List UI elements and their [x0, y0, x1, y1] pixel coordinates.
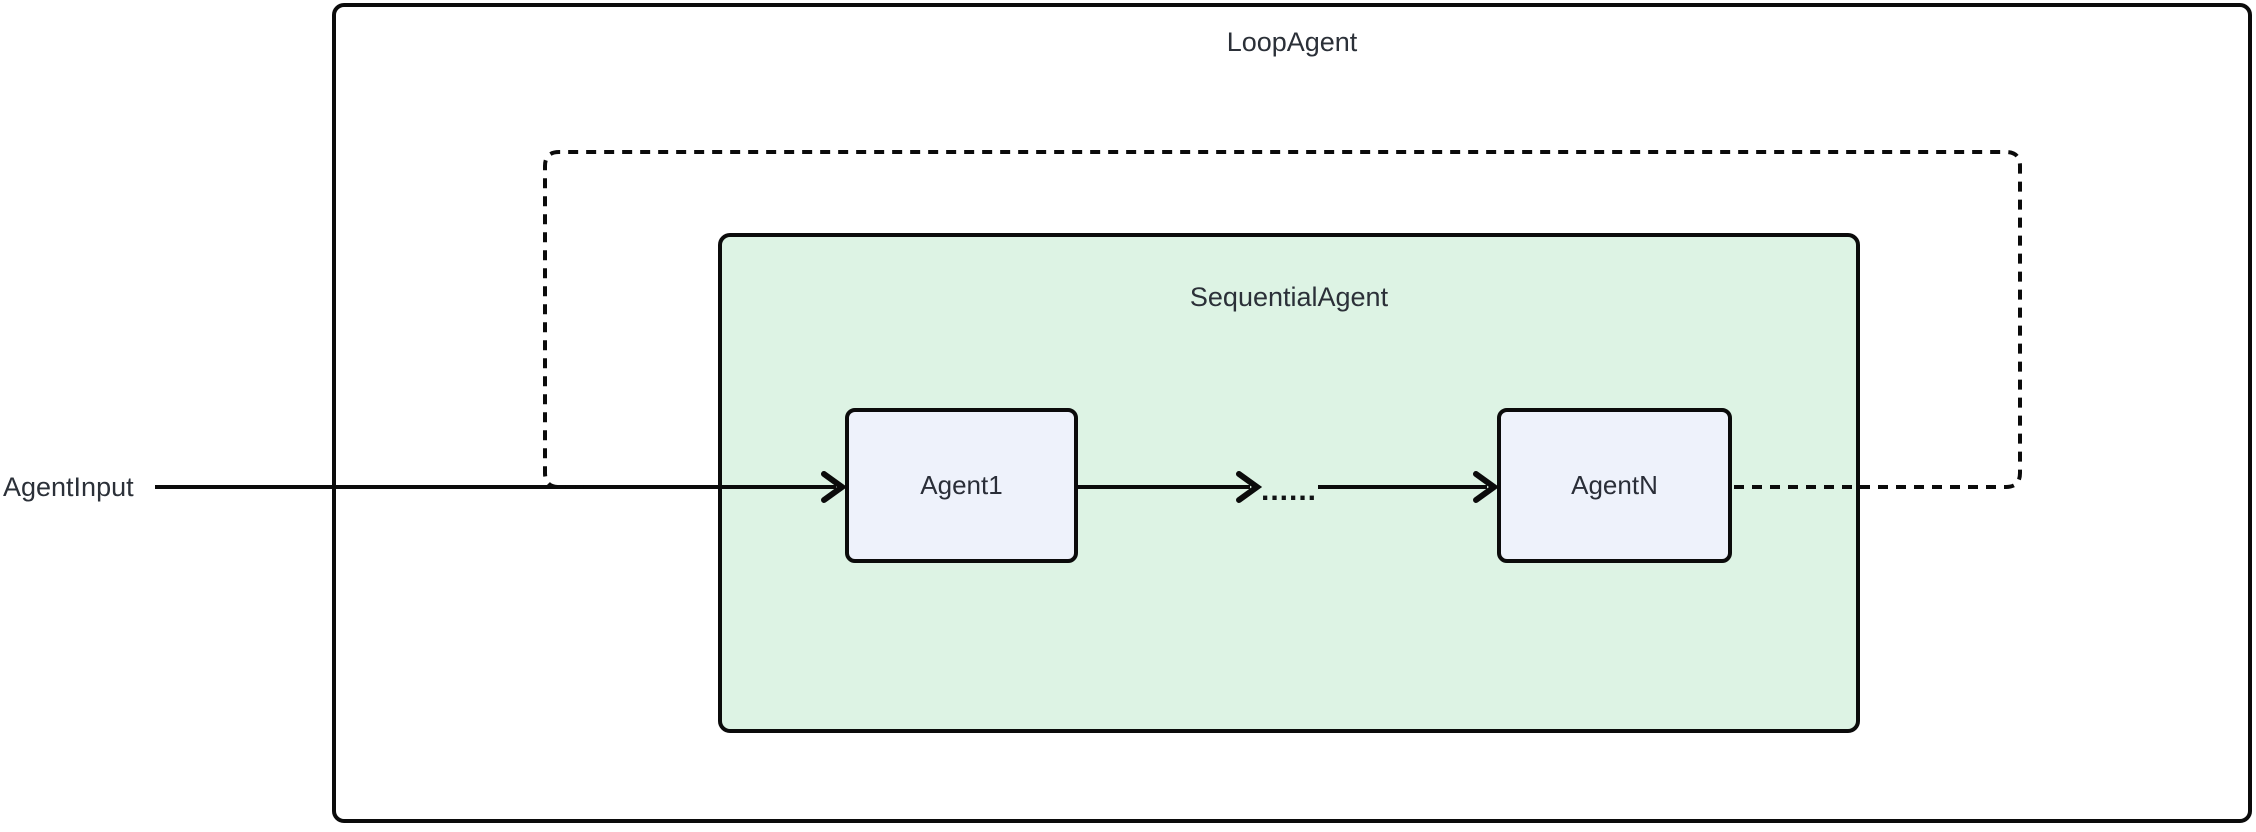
node-agent1-label: Agent1 — [920, 470, 1003, 500]
sequential-agent-label: SequentialAgent — [1189, 282, 1389, 312]
edge-input-arrowhead-icon — [821, 471, 848, 503]
edge-ellipsis-label: ...... — [1260, 474, 1317, 507]
edge-agentn-arrowhead-icon — [1473, 471, 1500, 503]
loop-agent-label: LoopAgent — [1226, 27, 1358, 57]
loop-agent-container — [332, 3, 2252, 823]
agent-input-label: AgentInput — [3, 472, 134, 502]
edge-loop-back-dashed — [543, 150, 2022, 489]
node-agentn-label: AgentN — [1571, 470, 1658, 500]
node-agentn: AgentN — [1497, 408, 1732, 563]
edge-agent1-arrowhead-icon — [1236, 471, 1263, 503]
node-agent1: Agent1 — [845, 408, 1078, 563]
